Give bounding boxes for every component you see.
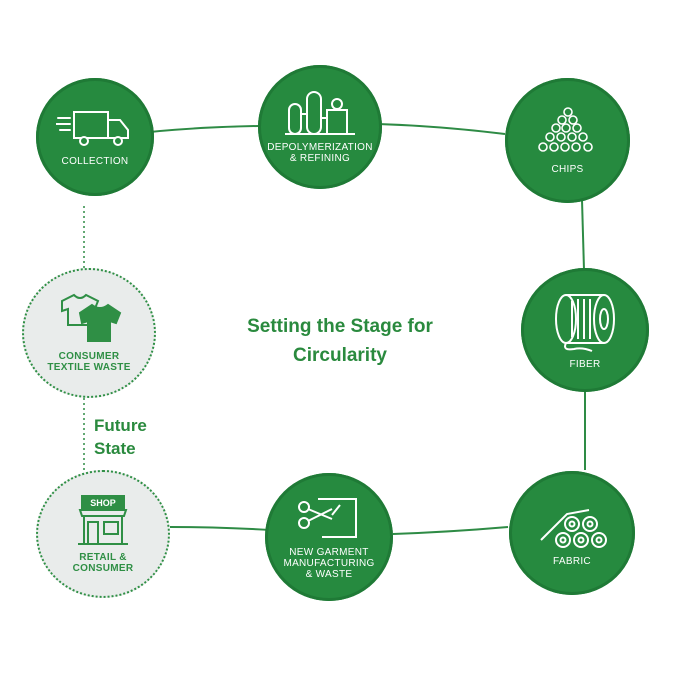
node-collection: COLLECTION	[36, 78, 154, 196]
connector-depolymerization-chips	[377, 123, 506, 135]
diagram-title-line2: Circularity	[293, 345, 387, 366]
spool-icon	[555, 293, 615, 352]
chips-icon	[537, 107, 593, 152]
garment-label: NEW GARMENT MANUFACTURING & WASTE	[283, 546, 375, 580]
shop-sign-text: SHOP	[90, 498, 116, 508]
chips-label: CHIPS	[551, 164, 584, 175]
node-chips: CHIPS	[505, 78, 630, 203]
node-retail: SHOP RETAIL & CONSUMER	[36, 470, 170, 598]
fiber-label: FIBER	[569, 358, 601, 370]
scissors-icon	[298, 497, 357, 538]
shop-icon: SHOP	[78, 495, 128, 545]
diagram-title: Setting the Stage for Circularity	[215, 312, 465, 370]
connector-fabric-garment	[392, 526, 509, 535]
depolymerization-label: DEPOLYMERIZATION & REFINING	[267, 142, 373, 164]
future-state-line1: Future	[94, 416, 147, 435]
collection-label: COLLECTION	[61, 155, 129, 167]
node-fiber: FIBER	[521, 268, 649, 392]
node-garment: NEW GARMENT MANUFACTURING & WASTE	[265, 473, 393, 601]
retail-label: RETAIL & CONSUMER	[72, 552, 134, 574]
shirts-icon	[61, 293, 122, 342]
fabric-rolls-icon	[540, 508, 607, 548]
consumer-waste-label: CONSUMER TEXTILE WASTE	[47, 351, 131, 373]
connector-garment-retail	[169, 526, 272, 531]
diagram-title-line1: Setting the Stage for	[247, 316, 433, 337]
future-state-line2: State	[94, 439, 136, 458]
connector-chips-fiber	[581, 199, 585, 271]
node-depolymerization: DEPOLYMERIZATION & REFINING	[258, 65, 382, 189]
truck-icon	[56, 110, 129, 146]
node-consumer-waste: CONSUMER TEXTILE WASTE	[22, 268, 156, 398]
future-state-label: Future State	[94, 414, 147, 460]
refinery-icon	[285, 91, 355, 135]
connector-collection-depolymerization	[149, 125, 259, 133]
node-fabric: FABRIC	[509, 471, 635, 595]
fabric-label: FABRIC	[553, 555, 591, 567]
